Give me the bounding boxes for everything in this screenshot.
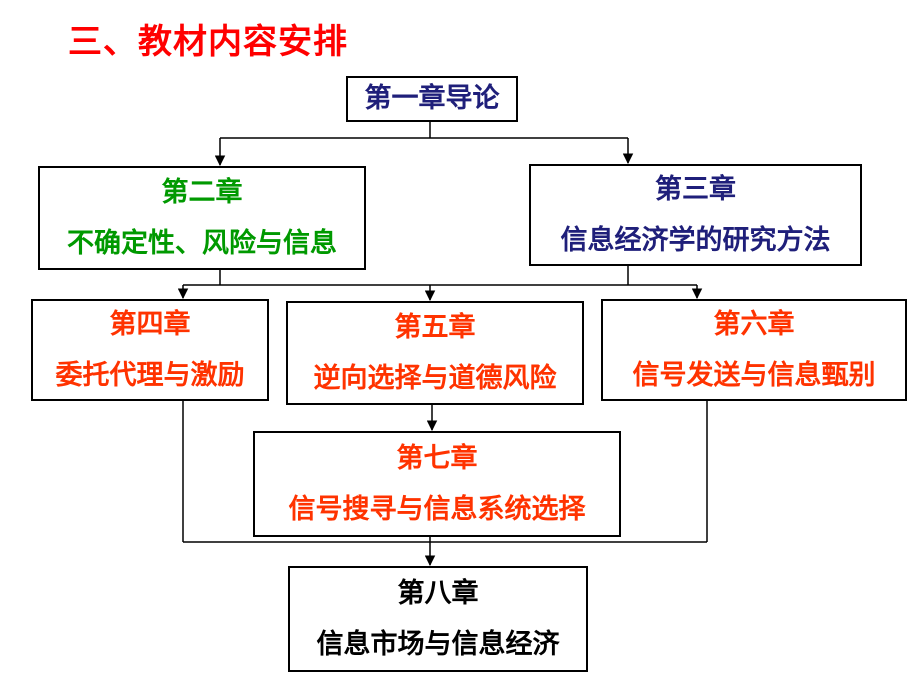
chapter-8-box: 第八章 信息市场与信息经济 [288, 566, 588, 672]
chapter-3-number: 第三章 [655, 173, 736, 205]
chapter-8-topic: 信息市场与信息经济 [316, 629, 560, 660]
chapter-4-number: 第四章 [109, 308, 191, 340]
chapter-7-box: 第七章 信号搜寻与信息系统选择 [253, 431, 621, 537]
chapter-2-box: 第二章 不确定性、风险与信息 [38, 166, 366, 270]
chapter-1-box: 第一章导论 [346, 76, 518, 122]
chapter-3-topic: 信息经济学的研究方法 [560, 225, 831, 256]
chapter-1-title: 第一章导论 [364, 83, 500, 115]
chapter-7-number: 第七章 [396, 442, 478, 474]
chapter-5-number: 第五章 [394, 311, 476, 343]
page-title: 三、教材内容安排 [68, 22, 348, 62]
chapter-6-box: 第六章 信号发送与信息甄别 [601, 299, 907, 401]
chapter-8-number: 第八章 [397, 577, 479, 609]
chapter-7-topic: 信号搜寻与信息系统选择 [288, 494, 586, 525]
chapter-5-box: 第五章 逆向选择与道德风险 [286, 301, 584, 405]
chapter-6-number: 第六章 [713, 308, 795, 340]
chapter-3-box: 第三章 信息经济学的研究方法 [529, 164, 862, 266]
chapter-4-topic: 委托代理与激励 [55, 360, 245, 391]
chapter-5-topic: 逆向选择与道德风险 [313, 363, 557, 394]
chapter-6-topic: 信号发送与信息甄别 [632, 360, 876, 391]
chapter-2-number: 第二章 [161, 176, 243, 208]
connector-ch1-split [220, 122, 628, 139]
chapter-4-box: 第四章 委托代理与激励 [31, 299, 269, 401]
chapter-2-topic: 不确定性、风险与信息 [67, 228, 337, 259]
